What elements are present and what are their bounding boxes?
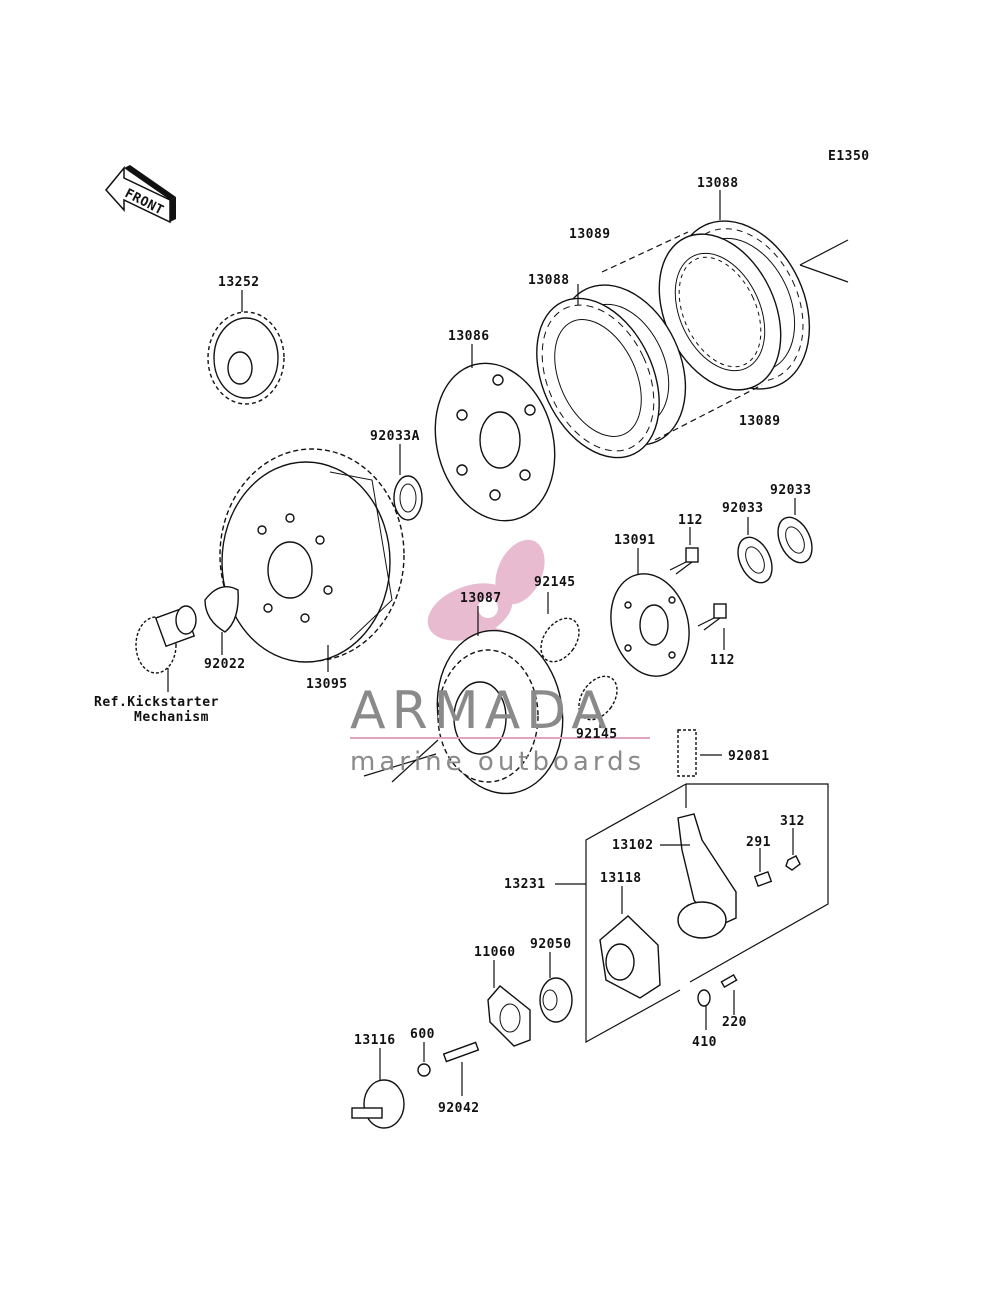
shaft-13116 (351, 1079, 405, 1129)
label-13095: 13095 (306, 677, 348, 692)
steel-plate-13089-rear (658, 233, 782, 391)
spring-92081 (677, 729, 697, 777)
pressure-plate-13086 (434, 362, 556, 522)
label-13091: 13091 (614, 533, 656, 548)
cam-13118 (599, 915, 661, 999)
kickstarter-gear (135, 605, 197, 674)
label-600: 600 (410, 1027, 435, 1042)
bolt-112-upper (669, 547, 699, 575)
label-92033A: 92033A (370, 429, 420, 444)
washer-92033-left (737, 536, 773, 584)
label-13089-top: 13089 (569, 227, 611, 242)
spring-92145-lower (578, 675, 618, 721)
label-13088-mid: 13088 (528, 273, 570, 288)
label-92145-b: 92145 (576, 727, 618, 742)
clutch-hub-13087 (436, 629, 564, 795)
label-112-a: 112 (678, 513, 703, 528)
diagram-code: E1350 (828, 149, 870, 164)
label-92081: 92081 (728, 749, 770, 764)
label-13088-top: 13088 (697, 176, 739, 191)
front-arrow-icon: FRONT (105, 165, 176, 224)
friction-plate-13088-front (536, 297, 660, 459)
spacer-92022 (204, 586, 239, 633)
label-410: 410 (692, 1035, 717, 1050)
pin-92042 (442, 1041, 480, 1063)
plate-13091 (610, 573, 690, 677)
washer-92033-right (777, 516, 813, 564)
label-92042: 92042 (438, 1101, 480, 1116)
label-92022: 92022 (204, 657, 246, 672)
bushing-92050 (539, 977, 573, 1023)
kickstarter-ref-line2: Mechanism (134, 710, 209, 725)
washer-92033A (393, 475, 423, 521)
label-13086: 13086 (448, 329, 490, 344)
ball-600 (417, 1063, 431, 1077)
washer-410 (697, 989, 711, 1007)
gasket-11060 (487, 985, 531, 1047)
label-92145-a: 92145 (534, 575, 576, 590)
watermark-tagline: marine outboards (350, 747, 645, 777)
label-13116: 13116 (354, 1033, 396, 1048)
label-92033-b: 92033 (770, 483, 812, 498)
pin-291 (753, 871, 773, 887)
clutch-housing-13095 (219, 448, 405, 663)
label-13087: 13087 (460, 591, 502, 606)
watermark-brand: ARMADA (350, 681, 613, 741)
spring-92145-upper (540, 617, 580, 663)
kickstarter-ref-line1: Ref.Kickstarter (94, 695, 219, 710)
label-13089-bottom: 13089 (739, 414, 781, 429)
bolt-112-lower (697, 603, 727, 631)
label-13231: 13231 (504, 877, 546, 892)
label-291: 291 (746, 835, 771, 850)
label-92050: 92050 (530, 937, 572, 952)
label-312: 312 (780, 814, 805, 829)
label-92033-a: 92033 (722, 501, 764, 516)
gear-13252 (207, 311, 285, 405)
release-lever-13102 (677, 813, 737, 939)
label-13252: 13252 (218, 275, 260, 290)
label-13102: 13102 (612, 838, 654, 853)
label-220: 220 (722, 1015, 747, 1030)
label-11060: 11060 (474, 945, 516, 960)
screw-220 (720, 973, 738, 989)
nut-312 (785, 855, 801, 871)
label-112-b: 112 (710, 653, 735, 668)
label-13118: 13118 (600, 871, 642, 886)
